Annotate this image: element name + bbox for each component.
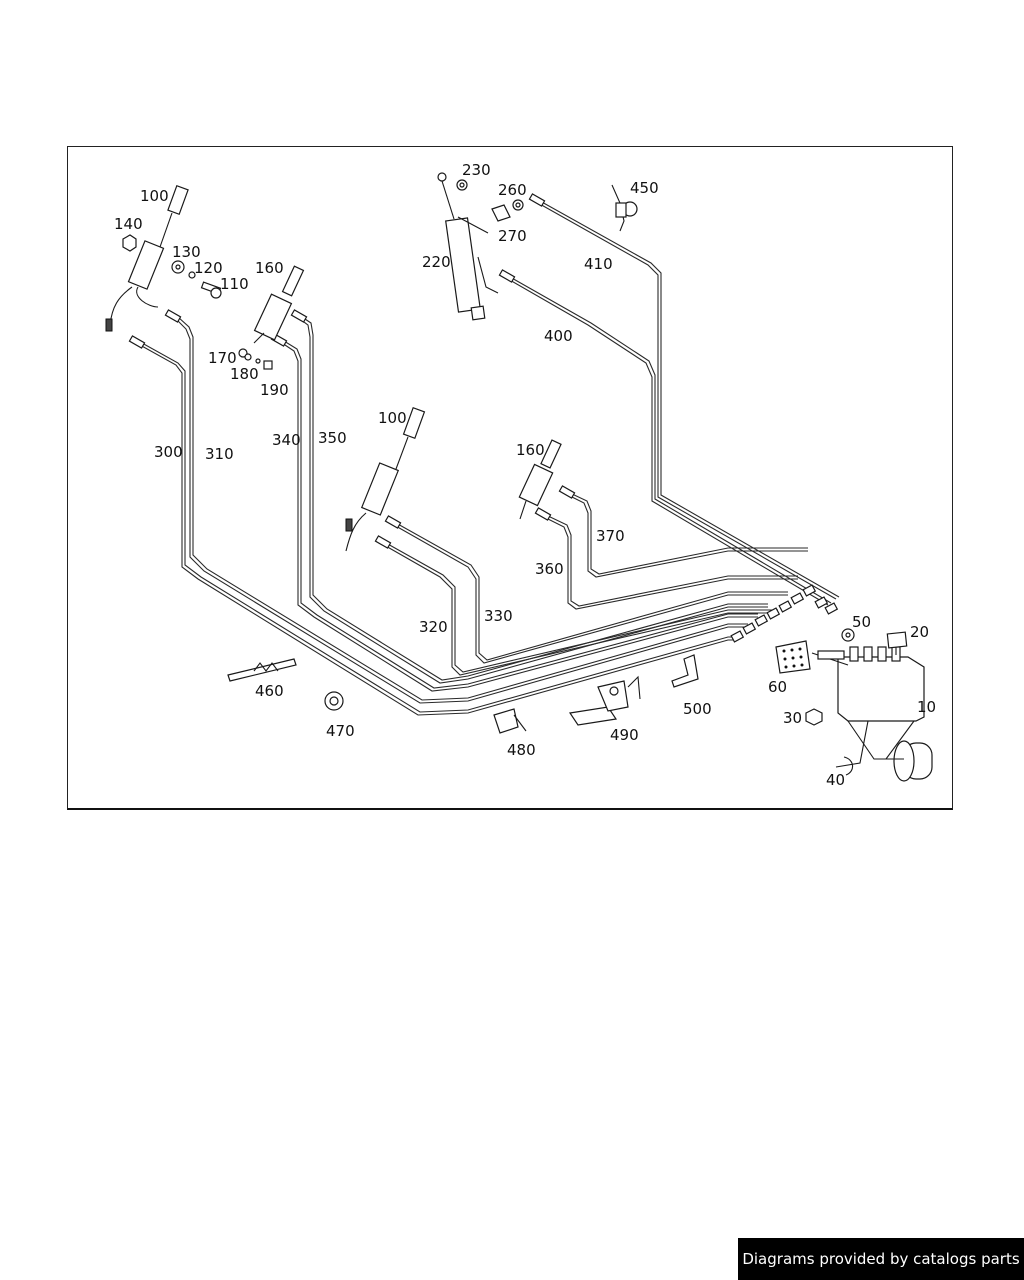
label-360: 360 xyxy=(535,560,564,578)
label-400: 400 xyxy=(544,327,573,345)
label-10: 10 xyxy=(917,698,936,716)
pipe-360 xyxy=(543,516,798,610)
pipe-310 xyxy=(175,318,748,704)
label-480: 480 xyxy=(507,741,536,759)
pipe-fittings xyxy=(730,584,839,643)
cylinder-220 xyxy=(437,172,499,321)
label-40: 40 xyxy=(826,771,845,789)
cylinder-100-upper xyxy=(105,184,189,332)
label-260: 260 xyxy=(498,181,527,199)
relay-20 xyxy=(886,631,908,655)
clip-460 xyxy=(227,658,297,682)
clamp-470 xyxy=(324,691,344,711)
label-160-middle: 160 xyxy=(516,441,545,459)
label-220: 220 xyxy=(422,253,451,271)
hydraulic-lines-diagram: 100 140 130 120 110 160 170 180 190 220 … xyxy=(105,161,936,789)
valve-160-upper xyxy=(238,265,305,370)
diagram-credit-badge: Diagrams provided by catalogs parts xyxy=(738,1238,1024,1280)
washers-130-120-110 xyxy=(171,260,222,299)
credit-text: Diagrams provided by catalogs parts xyxy=(742,1250,1020,1268)
pipe-bundle xyxy=(128,193,840,716)
label-60: 60 xyxy=(768,678,787,696)
label-330: 330 xyxy=(484,607,513,625)
label-100-upper: 100 xyxy=(140,187,169,205)
clip-40 xyxy=(843,756,854,776)
label-100-middle: 100 xyxy=(378,409,407,427)
label-450: 450 xyxy=(630,179,659,197)
label-30: 30 xyxy=(783,709,802,727)
label-20: 20 xyxy=(910,623,929,641)
pipe-330 xyxy=(393,524,788,664)
label-490: 490 xyxy=(610,726,639,744)
label-50: 50 xyxy=(852,613,871,631)
label-460: 460 xyxy=(255,682,284,700)
label-270: 270 xyxy=(498,227,527,245)
clip-490 xyxy=(568,675,641,726)
label-350: 350 xyxy=(318,429,347,447)
pipe-300 xyxy=(139,344,738,716)
bracket-480 xyxy=(493,708,527,734)
bracket-260-270 xyxy=(491,199,524,222)
label-180: 180 xyxy=(230,365,259,383)
parts-diagram-frame: 100 140 130 120 110 160 170 180 190 220 … xyxy=(67,146,953,810)
label-120: 120 xyxy=(194,259,223,277)
label-140: 140 xyxy=(114,215,143,233)
cylinder-100-middle xyxy=(345,407,426,552)
pump-assembly-10 xyxy=(811,646,933,782)
label-230: 230 xyxy=(462,161,491,179)
ring-50 xyxy=(841,628,855,642)
label-130: 130 xyxy=(172,243,201,261)
label-410: 410 xyxy=(584,255,613,273)
pipe-410 xyxy=(537,202,837,600)
bracket-500 xyxy=(671,654,699,688)
label-160-upper: 160 xyxy=(255,259,284,277)
label-310: 310 xyxy=(205,445,234,463)
valve-160-middle xyxy=(518,439,562,520)
label-500: 500 xyxy=(683,700,712,718)
washer-230 xyxy=(456,179,468,191)
pipe-400 xyxy=(507,278,829,606)
plate-60 xyxy=(775,640,811,674)
part-labels: 100 140 130 120 110 160 170 180 190 220 … xyxy=(114,161,936,789)
label-370: 370 xyxy=(596,527,625,545)
pipe-320 xyxy=(383,544,778,676)
label-320: 320 xyxy=(419,618,448,636)
nut-140 xyxy=(122,234,137,252)
label-300: 300 xyxy=(154,443,183,461)
pipe-350 xyxy=(299,318,768,684)
label-170: 170 xyxy=(208,349,237,367)
nut-30 xyxy=(805,708,823,726)
label-110: 110 xyxy=(220,275,249,293)
pipe-340 xyxy=(281,342,758,692)
label-190: 190 xyxy=(260,381,289,399)
valve-450 xyxy=(611,184,638,232)
label-470: 470 xyxy=(326,722,355,740)
label-340: 340 xyxy=(272,431,301,449)
pipe-370 xyxy=(567,494,808,578)
